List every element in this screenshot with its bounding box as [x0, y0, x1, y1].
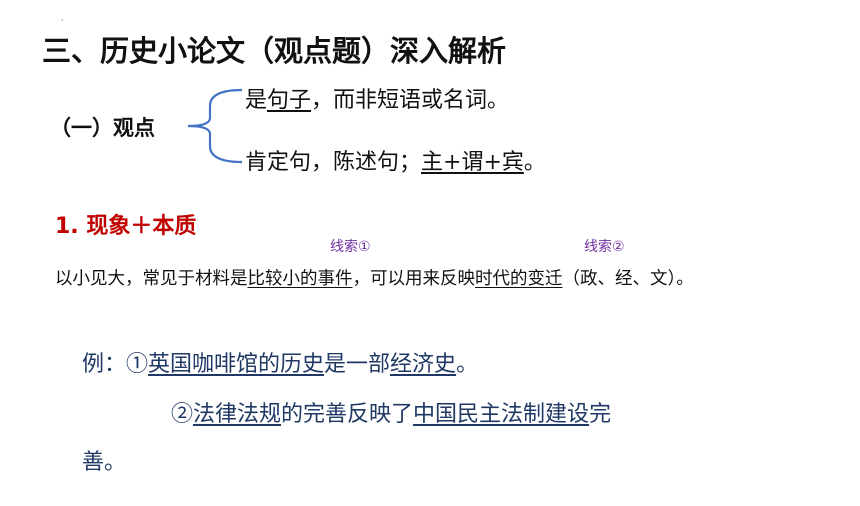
underlined-term: 中国民主法制建设 — [413, 402, 590, 427]
example-text: 是一部 — [324, 352, 391, 377]
item-text: 肯定句，陈述句； — [245, 150, 422, 175]
viewpoint-label: （一）观点 — [50, 116, 155, 140]
item-text: 是 — [245, 88, 268, 113]
viewpoint-item-structure: 肯定句，陈述句；主+谓+宾。 — [245, 144, 546, 176]
underlined-term: 英国咖啡馆的历史 — [148, 352, 325, 377]
example-2-continuation: 善。 — [82, 444, 126, 476]
clue-label-2: 线索② — [584, 239, 625, 255]
corner-mark: · — [61, 16, 64, 25]
item-text: ，而非短语或名词。 — [311, 88, 510, 113]
underlined-term: 句子 — [267, 88, 312, 113]
slide-title: 三、历史小论文（观点题）深入解析 — [42, 34, 507, 68]
curly-bracket-icon — [187, 88, 243, 164]
example-text: 。 — [456, 352, 479, 377]
example-text: 善。 — [82, 450, 127, 475]
underlined-term: 经济史 — [390, 352, 457, 377]
underlined-term: 主+谓+宾 — [421, 150, 524, 175]
example-text: ② — [171, 402, 194, 427]
example-2: ②法律法规的完善反映了中国民主法制建设完 — [171, 396, 611, 428]
desc-text: （政、经、文）。 — [562, 269, 694, 289]
example-text: 完 — [589, 402, 612, 427]
section-heading: 1. 现象＋本质 — [55, 214, 197, 239]
example-1: 例：①英国咖啡馆的历史是一部经济史。 — [82, 346, 478, 378]
desc-text: 以小见大，常见于材料是 — [55, 269, 248, 289]
item-text: 。 — [523, 150, 546, 175]
viewpoint-item-sentence: 是句子，而非短语或名词。 — [245, 82, 509, 114]
example-text: 例：① — [82, 352, 149, 377]
underlined-term: 比较小的事件 — [247, 269, 353, 289]
underlined-term: 法律法规 — [193, 402, 282, 427]
section-description: 以小见大，常见于材料是比较小的事件，可以用来反映时代的变迁（政、经、文）。 — [55, 265, 694, 290]
underlined-term: 时代的变迁 — [475, 269, 563, 289]
clue-label-1: 线索① — [330, 239, 371, 255]
example-text: 的完善反映了 — [281, 402, 414, 427]
desc-text: ，可以用来反映 — [352, 269, 476, 289]
